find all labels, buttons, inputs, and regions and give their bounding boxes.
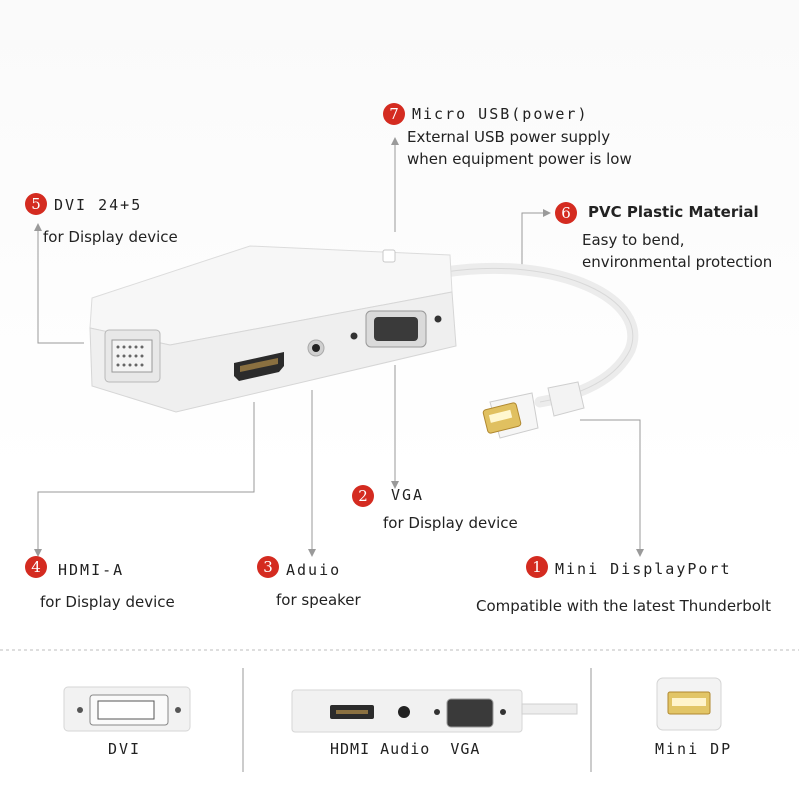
audio-desc: for speaker <box>276 591 361 609</box>
badge-6: 6 <box>555 202 577 224</box>
pvc-desc-1: Easy to bend, <box>582 231 685 249</box>
badge-1: 1 <box>526 556 548 578</box>
thumbnail-mini-dp-caption: Mini DP <box>655 740 733 758</box>
thumbnail-hdmi-audio-vga-image <box>291 689 578 733</box>
vga-title: VGA <box>391 486 425 504</box>
badge-4: 4 <box>25 556 47 578</box>
mini-dp-desc: Compatible with the latest Thunderbolt <box>476 597 771 615</box>
badge-5: 5 <box>25 193 47 215</box>
micro-usb-desc-2: when equipment power is low <box>407 150 632 168</box>
pvc-title: PVC Plastic Material <box>588 203 759 221</box>
pvc-desc-2: environmental protection <box>582 253 773 271</box>
thumbnail-mini-dp-image <box>656 677 722 731</box>
badge-7: 7 <box>383 103 405 125</box>
micro-usb-title: Micro USB(power) <box>412 105 589 123</box>
mini-dp-title: Mini DisplayPort <box>555 560 732 578</box>
adapter-illustration <box>89 245 639 439</box>
thumbnail-dvi-caption: DVI <box>108 740 142 758</box>
dvi-desc: for Display device <box>43 228 178 246</box>
thumbnail-dvi-image <box>63 686 191 732</box>
badge-3: 3 <box>257 556 279 578</box>
hdmi-title: HDMI-A <box>58 561 125 579</box>
hdmi-desc: for Display device <box>40 593 175 611</box>
thumbnail-middle-caption: HDMI Audio VGA <box>330 740 481 758</box>
audio-title: Aduio <box>286 561 342 579</box>
badge-2: 2 <box>352 485 374 507</box>
dvi-title: DVI 24+5 <box>54 196 143 214</box>
vga-desc: for Display device <box>383 514 518 532</box>
micro-usb-desc-1: External USB power supply <box>407 128 611 146</box>
